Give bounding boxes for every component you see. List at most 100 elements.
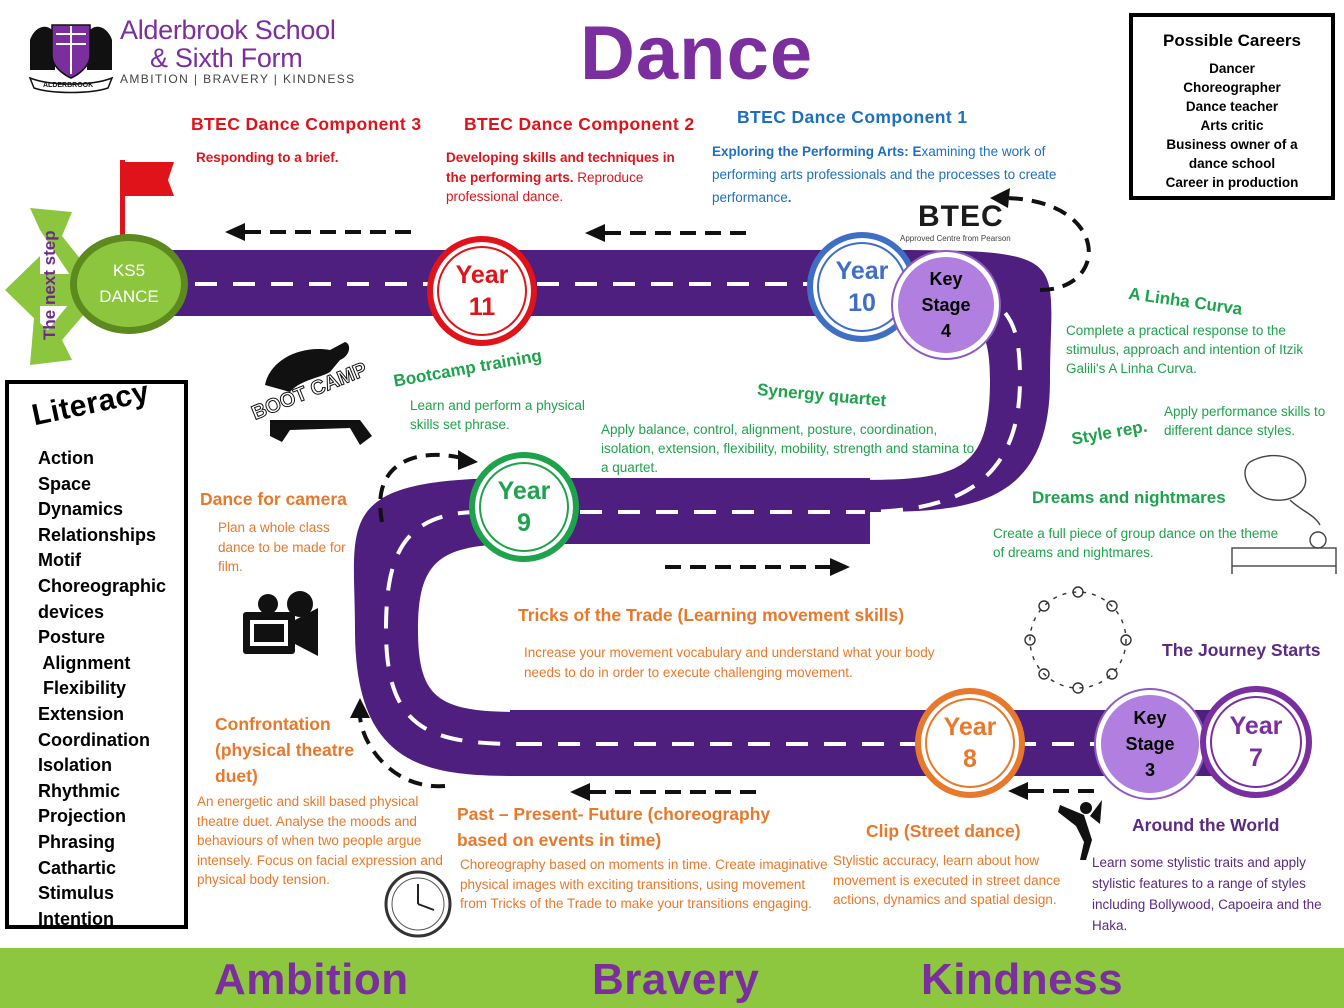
footer-kindness: Kindness (921, 955, 1124, 1004)
tricks-text: Increase your movement vocabulary and un… (524, 645, 935, 680)
career-item: dance school (1188, 156, 1276, 171)
literacy-item: Extension (38, 703, 125, 724)
year-9-circle: Year 9 (469, 452, 579, 562)
journey-starts-title: The Journey Starts (1162, 640, 1321, 660)
career-item: Arts critic (1200, 118, 1264, 133)
past-present-future-text: Choreography based on moments in time. C… (460, 857, 828, 911)
clock-icon (384, 870, 452, 938)
dancers-circle-icon (1024, 586, 1132, 694)
sleeping-dreamer-icon (1231, 454, 1337, 574)
school-motto: AMBITION | BRAVERY | KINDNESS (120, 72, 356, 86)
btec-logo-sub: Approved Centre from Pearson (900, 234, 1011, 243)
footer-bravery: Bravery (592, 955, 760, 1004)
literacy-item: Relationships (38, 524, 157, 545)
flag-icon (120, 160, 174, 238)
btec-component-1-rest: xamining the work of performing arts pro… (712, 144, 1057, 205)
btec-component-1-end: . (787, 190, 792, 205)
careers-title: Possible Careers (1163, 31, 1301, 50)
crest-text: ALDERBROOK (43, 82, 93, 89)
year-9-label: Year (497, 477, 551, 505)
tricks-title: Tricks of the Trade (Learning movement s… (518, 605, 905, 625)
year-11-label: Year (455, 261, 509, 289)
around-world-text: Learn some stylistic traits and apply st… (1092, 855, 1322, 933)
footer-bar (0, 948, 1344, 1008)
year-11-circle: Year 11 (427, 236, 537, 346)
literacy-item: Motif (38, 550, 81, 571)
year-11-number: 11 (468, 293, 496, 321)
btec-component-1-bold: Exploring the Performing Arts: E (712, 144, 922, 159)
career-item: Dance teacher (1185, 99, 1279, 114)
school-crest-icon: ALDERBROOK (28, 24, 114, 94)
literacy-item: Alignment (38, 652, 131, 673)
year-10-label: Year (835, 257, 889, 285)
past-present-future-title: Past – Present- Future (choreography bas… (457, 804, 771, 850)
around-world-title: Around the World (1132, 815, 1280, 835)
literacy-item: Isolation (38, 755, 113, 776)
confrontation-title: Confrontation (physical theatre duet) (215, 714, 355, 786)
arrows-icon (5, 208, 86, 365)
ks5-label: KS5 (112, 261, 146, 280)
key-stage-4-number: 4 (940, 321, 951, 341)
dance-camera-text: Plan a whole class dance to be made for … (218, 520, 346, 574)
year-10-number: 10 (848, 289, 876, 317)
btec-component-2-text: Developing skills and techniques in the … (446, 148, 696, 207)
btec-component-2-bold: Developing skills and techniques in the … (446, 150, 675, 185)
dreams-title: Dreams and nightmares (1032, 488, 1226, 507)
key-stage-3-stage: Stage (1125, 734, 1175, 754)
btec-component-3-title: BTEC Dance Component 3 (191, 114, 422, 134)
school-name-line2: & Sixth Form (150, 43, 303, 73)
year-8-circle: Year 8 (915, 688, 1025, 798)
literacy-item: Action (38, 448, 94, 468)
literacy-item: Choreographic (38, 575, 167, 596)
literacy-item: Projection (38, 806, 127, 827)
video-camera-icon (243, 591, 318, 656)
career-item: Career in production (1165, 175, 1299, 190)
literacy-title: Literacy (29, 375, 153, 433)
school-name-line1: Alderbrook School (120, 15, 336, 45)
key-stage-4-stage: Stage (921, 295, 971, 315)
literacy-item: Dynamics (38, 499, 124, 520)
key-stage-3-key: Key (1133, 708, 1167, 728)
literacy-item: devices (38, 601, 105, 622)
clip-title: Clip (Street dance) (866, 821, 1021, 841)
btec-component-3-text: Responding to a brief. (196, 150, 339, 165)
bootcamp-text: Learn and perform a physical skills set … (410, 398, 585, 432)
dance-camera-title: Dance for camera (200, 489, 347, 509)
ks5-dance-label: DANCE (99, 287, 159, 306)
literacy-item: Flexibility (38, 678, 127, 699)
btec-component-1-title: BTEC Dance Component 1 (737, 107, 968, 127)
literacy-item: Phrasing (38, 831, 116, 852)
literacy-item: Cathartic (38, 857, 117, 878)
btec-component-2-title: BTEC Dance Component 2 (464, 114, 695, 134)
confrontation-text: An energetic and skill based physical th… (197, 794, 443, 887)
career-item: Business owner of a (1166, 137, 1298, 152)
year-7-circle: Year 7 (1200, 686, 1312, 798)
literacy-list: Action Space Dynamics Relationships Moti… (38, 446, 166, 932)
btec-component-2-rest: Reproduce professional dance. (446, 169, 644, 205)
literacy-item: Posture (38, 627, 106, 648)
footer-ambition: Ambition (214, 955, 409, 1004)
literacy-item: Rhythmic (38, 780, 121, 801)
literacy-item: Intention (38, 908, 114, 929)
year-9-number: 9 (517, 509, 531, 537)
ks5-dance-circle: KS5 DANCE (70, 234, 188, 334)
year-8-label: Year (943, 713, 997, 741)
career-item: Choreographer (1183, 80, 1281, 95)
breakdancer-icon (1058, 800, 1102, 860)
style-rep-text: Apply performance skills to different da… (1164, 404, 1326, 438)
btec-logo: BTEC (918, 200, 1004, 233)
linha-curva-text: Complete a practical response to the sti… (1066, 323, 1304, 376)
school-name: Alderbrook School & Sixth Form (120, 16, 336, 72)
year-7-label: Year (1229, 712, 1283, 740)
dreams-text: Create a full piece of group dance on th… (993, 526, 1279, 560)
key-stage-3-number: 3 (1144, 760, 1155, 780)
year-8-number: 8 (963, 745, 977, 773)
synergy-text: Apply balance, control, alignment, postu… (601, 422, 975, 475)
page-title: Dance (580, 11, 814, 96)
literacy-item: Coordination (38, 729, 150, 750)
btec-component-1-text: Exploring the Performing Arts: Examining… (712, 140, 1102, 209)
career-item: Dancer (1209, 61, 1255, 76)
literacy-item: Space (38, 473, 92, 494)
next-step-label: The next step (40, 230, 59, 340)
